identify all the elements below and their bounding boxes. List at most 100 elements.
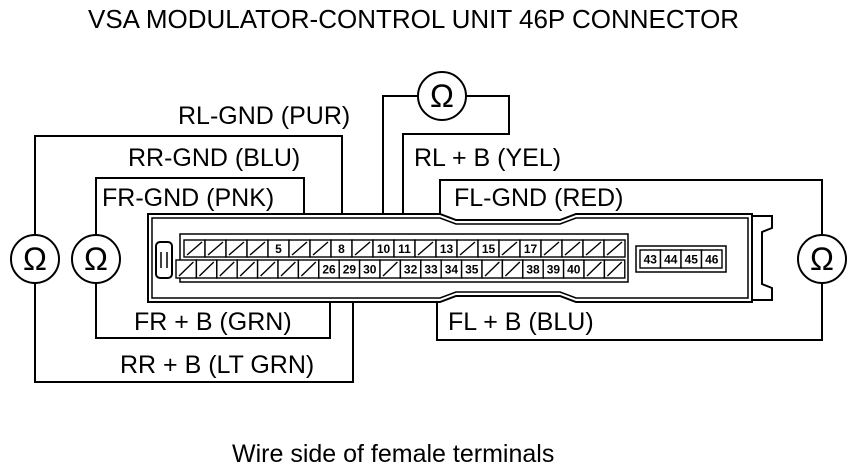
caption: Wire side of female terminals [232, 440, 554, 468]
wire-rr-b [34, 276, 354, 383]
pin-cell [204, 239, 227, 258]
empty-pin-slash [564, 241, 581, 256]
empty-pin-slash [186, 241, 203, 256]
pin-cell: 34 [440, 259, 463, 279]
pin-cell: 15 [477, 239, 500, 258]
pin-number: 26 [322, 263, 336, 277]
pin-cell [540, 239, 563, 258]
empty-pin-slash [504, 261, 521, 277]
ohm-symbol-fr: Ω [84, 241, 108, 277]
pin-number: 15 [482, 242, 496, 256]
wire-fr-gnd [95, 177, 305, 243]
pin-number: 13 [440, 242, 454, 256]
connector-left-tab [155, 241, 173, 279]
empty-pin-slash [501, 241, 518, 256]
empty-pin-slash [300, 261, 317, 277]
empty-pin-slash [291, 241, 308, 256]
label-rr-b: RR + B (LT GRN) [120, 351, 314, 379]
pin-cell [288, 239, 311, 258]
empty-pin-slash [312, 241, 329, 256]
connector-latch [751, 215, 773, 301]
pin-number: 46 [705, 253, 719, 267]
label-fr-gnd: FR-GND (PNK) [102, 184, 274, 212]
wire-rl-b [402, 95, 510, 243]
pin-number: 44 [664, 253, 678, 267]
ohm-symbol-fl: Ω [810, 241, 834, 277]
pin-cell [246, 239, 269, 258]
label-fl-gnd: FL-GND (RED) [454, 184, 623, 212]
pin-number: 30 [363, 263, 377, 277]
wire-rr-gnd [34, 135, 343, 243]
pin-cell: 11 [393, 239, 416, 258]
pin-cell [195, 259, 218, 279]
pin-number: 40 [567, 263, 581, 277]
empty-pin-slash [354, 241, 371, 256]
pin-cell [277, 259, 300, 279]
label-rl-gnd: RL-GND (PUR) [178, 102, 350, 130]
empty-pin-slash [280, 261, 296, 277]
wire-fl-gnd [439, 179, 823, 243]
pin-number: 11 [398, 242, 411, 256]
empty-pin-slash [606, 241, 623, 256]
wire-rl-gnd [382, 95, 418, 243]
pin-cell [225, 239, 248, 258]
wires [34, 95, 823, 383]
pin-cell: 17 [519, 239, 542, 258]
empty-pin-slash [382, 261, 398, 277]
pin-cell: 8 [330, 239, 353, 258]
pin-cell: 40 [562, 259, 585, 279]
pin-cell [603, 259, 626, 279]
ohmmeter-rl: Ω [417, 71, 467, 121]
pin-cell [583, 259, 606, 279]
pin-number: 8 [338, 242, 345, 256]
pin-cell [297, 259, 320, 279]
pin-cell: 29 [338, 259, 361, 279]
label-rr-gnd: RR-GND (BLU) [128, 144, 300, 172]
pin-cell: 32 [399, 259, 422, 279]
empty-pin-slash [484, 261, 500, 277]
pin-cell [236, 259, 259, 279]
pin-cell [379, 259, 402, 279]
wire-fl-b [436, 276, 823, 341]
empty-pin-slash [260, 261, 276, 277]
pin-cell: 35 [460, 259, 483, 279]
pin-number: 45 [685, 253, 699, 267]
ohmmeter-fl: Ω [797, 234, 847, 284]
pin-number: 29 [343, 263, 357, 277]
ohm-symbol-rr: Ω [23, 241, 47, 277]
empty-pin-slash [543, 241, 560, 256]
pin-cell [481, 259, 504, 279]
pin-cell [456, 239, 479, 258]
empty-pin-slash [417, 241, 434, 256]
pin-cell: 5 [267, 239, 290, 258]
pin-number: 38 [526, 263, 540, 277]
empty-pin-slash [606, 261, 623, 277]
pin-cell [175, 259, 198, 279]
empty-pin-slash [459, 241, 476, 256]
empty-pin-slash [219, 261, 235, 277]
pin-number: 34 [445, 263, 459, 277]
pin-cell: 30 [358, 259, 381, 279]
empty-pin-slash [198, 261, 215, 277]
wire-fr-b [95, 276, 331, 339]
empty-pin-slash [249, 241, 266, 256]
pin-cell: 43 [639, 249, 662, 269]
pin-cell [561, 239, 584, 258]
pin-number: 33 [424, 263, 438, 277]
pin-cell: 46 [700, 249, 723, 269]
pin-cell [256, 259, 279, 279]
ohm-symbol-rl: Ω [430, 78, 454, 114]
pin-number: 35 [465, 263, 479, 277]
pin-cell: 26 [318, 259, 340, 279]
pin-number: 39 [547, 263, 561, 277]
pin-cell [183, 239, 206, 258]
pin-cell [216, 259, 238, 279]
label-fl-b: FL + B (BLU) [448, 308, 594, 336]
empty-pin-slash [585, 241, 602, 256]
pin-cell: 39 [542, 259, 565, 279]
pin-cell [603, 239, 626, 258]
